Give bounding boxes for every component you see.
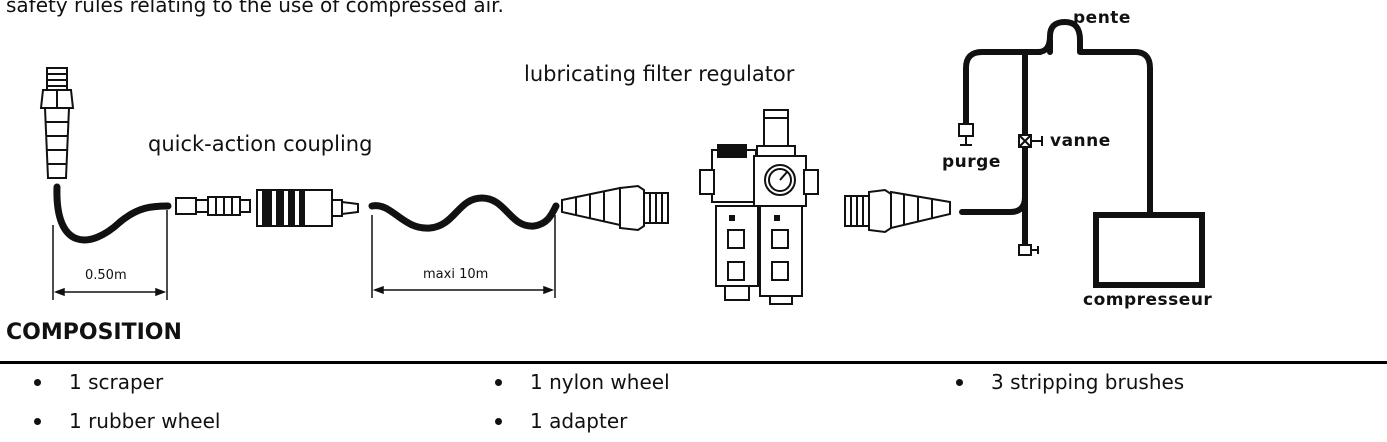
hose-fitting-outlet [844, 188, 951, 234]
label-vanne: vanne [1050, 131, 1111, 151]
label-quick-action-coupling: quick-action coupling [148, 132, 373, 156]
filter-regulator-unit [699, 109, 819, 305]
list-item: 1 scraper [34, 370, 163, 394]
list-item: 1 rubber wheel [34, 409, 220, 433]
coupling-plug [175, 196, 251, 216]
bullet-icon [495, 417, 502, 425]
label-compresseur: compresseur [1083, 290, 1213, 310]
list-item: 1 adapter [495, 409, 627, 433]
bullet-icon [34, 417, 41, 425]
compressor-box [1093, 212, 1205, 288]
compressed-air-installation-diagram [39, 19, 1205, 305]
intro-text: safety rules relating to the use of comp… [6, 0, 504, 17]
label-lubricating-filter-regulator: lubricating filter regulator [524, 62, 795, 86]
bullet-icon [956, 378, 963, 386]
compressor-network [959, 19, 1153, 251]
list-item: 1 nylon wheel [495, 370, 670, 394]
hose-fitting-vertical [39, 67, 75, 179]
hose-fitting-inlet [561, 184, 669, 232]
composition-heading: COMPOSITION [6, 320, 182, 345]
bullet-icon [495, 378, 502, 386]
network-valves [958, 123, 1043, 256]
label-purge: purge [942, 152, 1001, 172]
label-dimension-long: maxi 10m [423, 267, 489, 282]
heading-divider [0, 361, 1387, 364]
list-item: 3 stripping brushes [956, 370, 1184, 394]
hose-short [53, 183, 172, 244]
label-dimension-short: 0.50m [85, 268, 127, 283]
dimension-lines [52, 210, 556, 300]
hose-long [368, 194, 560, 232]
label-pente: pente [1073, 8, 1131, 28]
coupling-socket [256, 189, 359, 227]
bullet-icon [34, 378, 41, 386]
